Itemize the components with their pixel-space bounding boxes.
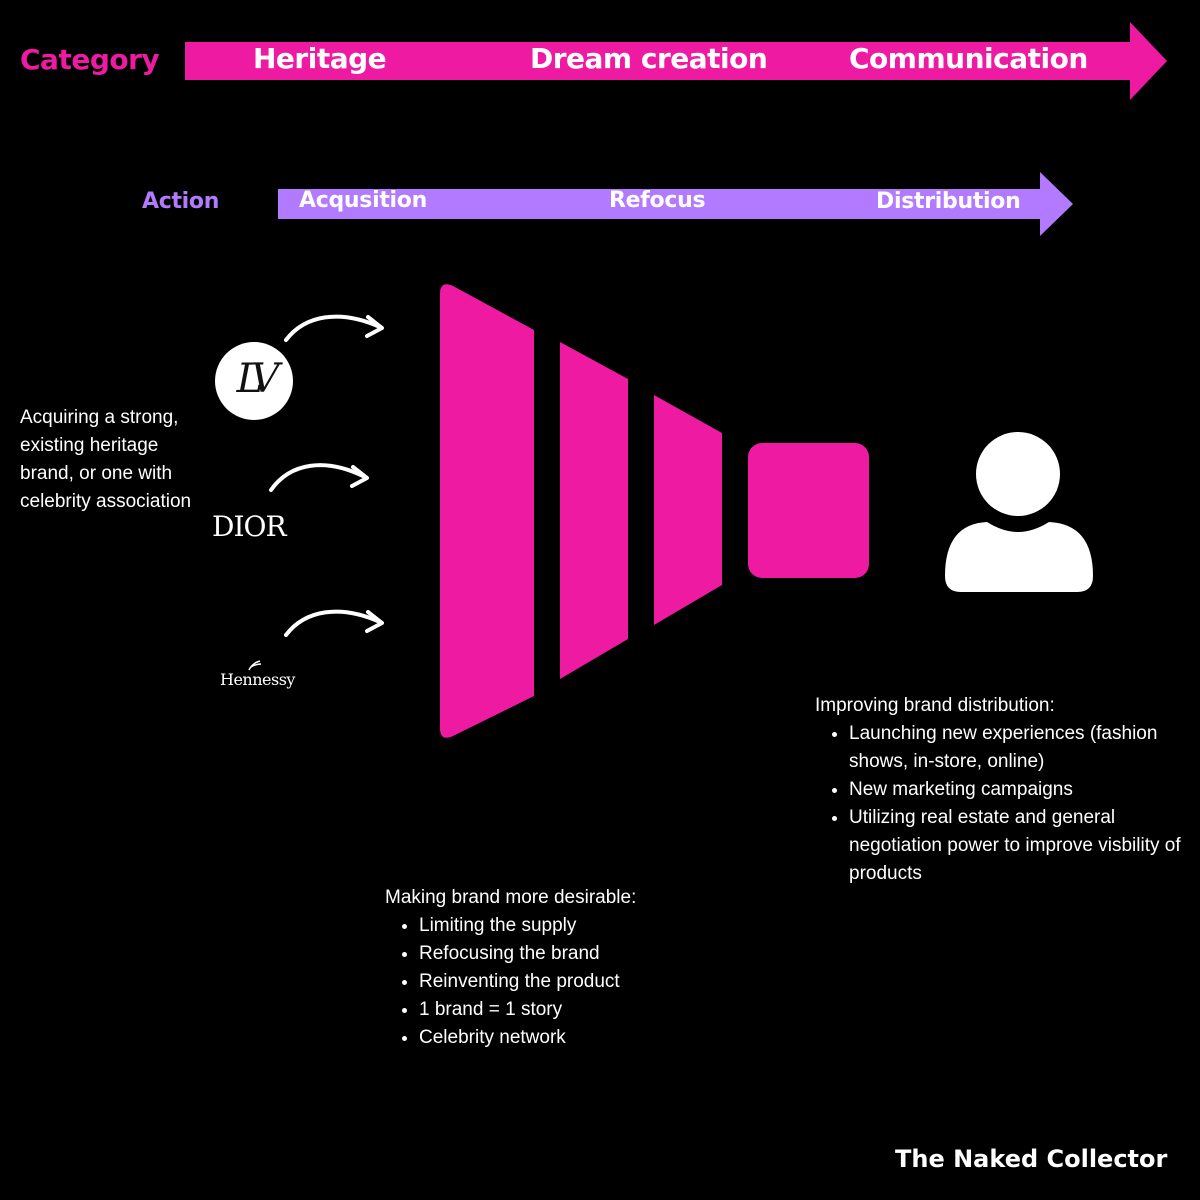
action-stage-distribution: Distribution: [876, 189, 1021, 214]
list-item: Reinventing the product: [419, 968, 725, 996]
lv-logo-text: LV: [236, 356, 280, 402]
person-icon: [945, 432, 1093, 592]
dior-logo: DIOR: [212, 510, 287, 543]
action-arrow: [278, 172, 1073, 236]
funnel-segment-3: [654, 395, 722, 625]
category-stage-dream-creation: Dream creation: [530, 42, 768, 75]
desirable-section: Making brand more desirable: Limiting th…: [385, 884, 725, 1052]
list-item: Launching new experiences (fashion shows…: [849, 720, 1200, 776]
funnel-icon: [440, 284, 869, 738]
funnel-segment-4: [748, 443, 869, 578]
acquisition-description: Acquiring a strong, existing heritage br…: [20, 407, 192, 512]
distribution-list: Launching new experiences (fashion shows…: [815, 720, 1200, 888]
footer-brand: The Naked Collector: [895, 1145, 1168, 1173]
distribution-heading: Improving brand distribution:: [815, 695, 1055, 716]
list-item: Utilizing real estate and general negoti…: [849, 804, 1200, 888]
curved-arrow-icon: [269, 463, 369, 492]
action-stage-acquisition: Acqusition: [299, 188, 427, 213]
list-item: 1 brand = 1 story: [419, 996, 725, 1024]
action-label: Action: [142, 189, 220, 214]
funnel-segment-2: [560, 342, 628, 679]
desirable-list: Limiting the supply Refocusing the brand…: [385, 912, 725, 1052]
funnel-segment-1: [440, 284, 534, 738]
action-stage-refocus: Refocus: [609, 188, 706, 213]
curved-arrow-icon: [284, 314, 384, 342]
list-item: Limiting the supply: [419, 912, 725, 940]
list-item: Refocusing the brand: [419, 940, 725, 968]
list-item: New marketing campaigns: [849, 776, 1200, 804]
category-stage-heritage: Heritage: [253, 42, 387, 75]
hennessy-logo-text: Hennessy: [220, 670, 295, 689]
lv-logo: LV: [215, 342, 293, 420]
curved-arrow-icon: [284, 609, 384, 637]
desirable-heading: Making brand more desirable:: [385, 887, 637, 908]
category-stage-communication: Communication: [849, 42, 1088, 75]
category-arrow: [185, 22, 1167, 100]
hennessy-emblem-icon: [248, 660, 262, 671]
hennessy-logo: Hennessy: [218, 658, 295, 694]
list-item: Celebrity network: [419, 1024, 725, 1052]
distribution-section: Improving brand distribution: Launching …: [815, 692, 1200, 888]
category-label: Category: [20, 43, 160, 76]
